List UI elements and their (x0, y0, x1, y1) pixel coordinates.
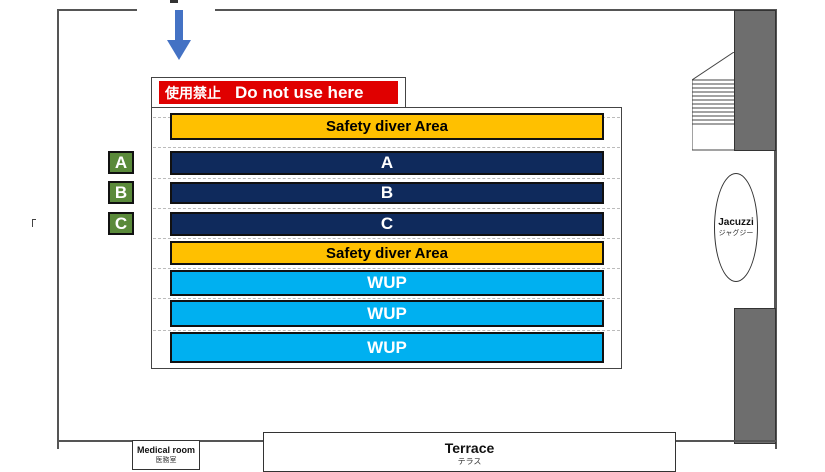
competition-lane-a: A (170, 151, 604, 175)
safety-diver-lane: Safety diver Area (170, 113, 604, 140)
terrace-label-jp: テラス (457, 457, 482, 466)
safety-diver-lane: Safety diver Area (170, 241, 604, 265)
stairs-icon (692, 52, 735, 151)
wall-tick (32, 219, 36, 227)
jacuzzi: Jacuzzi ジャグジー (714, 173, 758, 282)
lane-divider (153, 238, 620, 239)
warmup-lane: WUP (170, 332, 604, 363)
lane-divider (153, 330, 620, 331)
medical-room: Medical room 医務室 (132, 440, 200, 470)
lane-divider (153, 178, 620, 179)
lane-divider (153, 147, 620, 148)
wall-block-lower (734, 308, 776, 444)
medical-room-label: Medical room (136, 445, 195, 455)
lane-marker-c: C (108, 212, 134, 235)
building-outline (57, 9, 777, 449)
do-not-use-jp: 使用禁止 (165, 84, 221, 101)
pool-outline (151, 107, 622, 369)
do-not-use-en: Do not use here (235, 82, 364, 102)
medical-room-label-jp: 医務室 (155, 457, 177, 464)
jacuzzi-label: Jacuzzi (718, 217, 754, 228)
no-use-zone-frame (151, 77, 406, 108)
jacuzzi-label-jp: ジャグジー (718, 230, 754, 237)
wall-segment (774, 151, 776, 308)
warmup-lane: WUP (170, 270, 604, 296)
lane-divider (153, 298, 620, 299)
lane-divider (153, 208, 620, 209)
lane-marker-a: A (108, 151, 134, 174)
entrance-gap (137, 5, 215, 13)
lane-marker-b: B (108, 181, 134, 204)
competition-lane-c: C (170, 212, 604, 236)
do-not-use-banner: 使用禁止 Do not use here (159, 81, 398, 104)
entry-arrow-icon (167, 10, 191, 60)
wall-block-upper (734, 10, 776, 151)
terrace: Terrace テラス (263, 432, 676, 472)
warmup-lane: WUP (170, 300, 604, 327)
competition-lane-b: B (170, 182, 604, 204)
entrance-text-fragment (170, 0, 178, 3)
terrace-label: Terrace (444, 440, 495, 456)
lane-divider (153, 268, 620, 269)
